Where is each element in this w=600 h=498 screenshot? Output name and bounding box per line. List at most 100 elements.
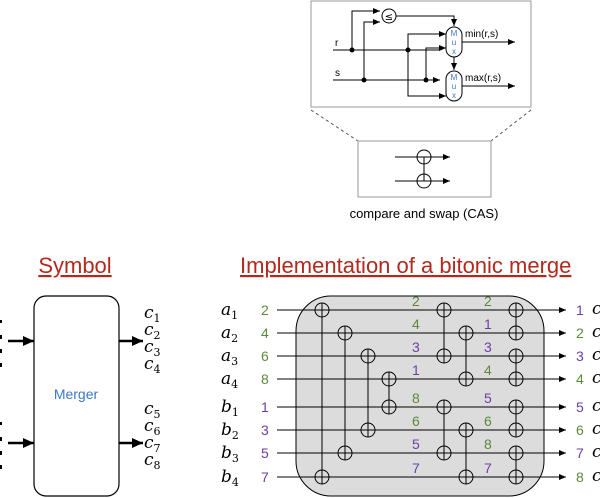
input-label-base: b [221,397,232,417]
symbol-title: Symbol [38,253,111,278]
input-label-subscript: 2 [231,332,238,345]
input-label: a2 [221,323,238,345]
symbol-output-label: c4 [144,354,161,376]
symbol-output-label-base: c [144,303,154,323]
cas-comparator [508,445,524,485]
output-label: c [592,442,600,462]
symbol-output-label-base: c [144,320,154,340]
cas-node-icon [416,173,432,189]
output-label: c [592,299,600,319]
cas-comparator [381,371,397,415]
output-value: 2 [576,325,584,341]
cas-node-icon [360,348,376,364]
input-label: a1 [221,300,238,322]
cas-comparator [458,422,474,485]
cas-comparator [314,302,330,485]
input-label-base: b [221,420,232,440]
stage1-value: 6 [412,413,420,429]
merger-block [33,295,120,497]
symbol-output-label-base: c [144,354,154,374]
cas-node-icon [416,149,432,165]
symbol-output-label-subscript: 8 [154,459,161,472]
symbol-output-label-subscript: 3 [154,346,161,359]
input-label-base: a [221,369,231,389]
cas-node-icon [436,399,452,415]
stage2-value: 1 [484,316,492,332]
input-label: a4 [221,369,238,391]
input-label-subscript: 1 [231,309,238,322]
mux-letter: x [452,91,456,100]
output-min-label: min(r,s) [465,29,498,40]
input-value: 1 [261,399,269,415]
cas-node-icon [436,302,452,318]
cas-node-icon [337,325,353,341]
input-value: 3 [261,422,269,438]
cas-node-icon [508,445,524,461]
symbol-output-label-subscript: 2 [154,329,161,342]
input-value: 5 [261,445,269,461]
cas-comparator [436,399,452,461]
cas-detail-panel: r s ≤ M u x M u x min(r,s) max(r,s) [310,0,532,108]
network-box [295,295,545,497]
output-value: 3 [576,348,584,364]
symbol-output-label-subscript: 5 [154,408,161,421]
symbol-output-label: c7 [144,433,161,455]
symbol-output-label-base: c [144,399,154,419]
stage1-value: 8 [412,390,420,406]
input-value: 8 [261,371,269,387]
cas-node-icon [508,302,524,318]
input-label-subscript: 3 [232,452,239,465]
comparator-symbol: ≤ [385,12,393,23]
cas-node-icon [314,469,330,485]
output-value: 5 [576,399,584,415]
input-label-base: a [221,323,231,343]
input-label-base: a [221,300,231,320]
zoom-guide-right [490,109,532,142]
cas-node-icon [508,469,524,485]
input-value: 7 [261,469,269,485]
stage2-value: 8 [484,436,492,452]
mux-letter: x [452,47,456,56]
cas-node-icon [508,348,524,364]
symbol-output-label-base: c [144,433,154,453]
input-label-base: a [221,346,231,366]
symbol-output-label-subscript: 1 [154,312,161,325]
cas-comparator [360,348,376,438]
output-value: 7 [576,445,584,461]
stage2-value: 3 [484,339,492,355]
cas-node-icon [508,399,524,415]
cas-node-icon [360,422,376,438]
output-label: c [592,419,600,439]
stage1-value: 7 [412,460,420,476]
cas-node-icon [314,302,330,318]
symbol-output-label: c8 [144,450,161,472]
symbol-output-label-base: c [144,337,154,357]
cas-node-icon [458,422,474,438]
cas-node-icon [337,445,353,461]
input-label-subscript: 3 [231,355,238,368]
symbol-output-label: c5 [144,399,161,421]
mux-letter: u [452,82,456,91]
input-value: 6 [261,348,269,364]
output-label: c [592,396,600,416]
stage1-value: 2 [412,293,420,309]
input-label-subscript: 4 [232,476,239,489]
input-value: 2 [261,302,269,318]
input-label-subscript: 2 [232,429,239,442]
input-label: b2 [221,420,239,442]
cas-comparator [508,302,524,341]
input-label: b1 [221,397,239,419]
stage2-value: 2 [484,293,492,309]
cas-comparator [508,399,524,438]
input-label-base: b [221,467,232,487]
mux-letter: u [452,38,456,47]
output-label: c [592,466,600,486]
cas-node-icon [508,325,524,341]
cas-node-icon [436,445,452,461]
input-value: 4 [261,325,269,341]
output-label: c [592,322,600,342]
cas-comparator [436,302,452,364]
cas-comparator [458,325,474,387]
